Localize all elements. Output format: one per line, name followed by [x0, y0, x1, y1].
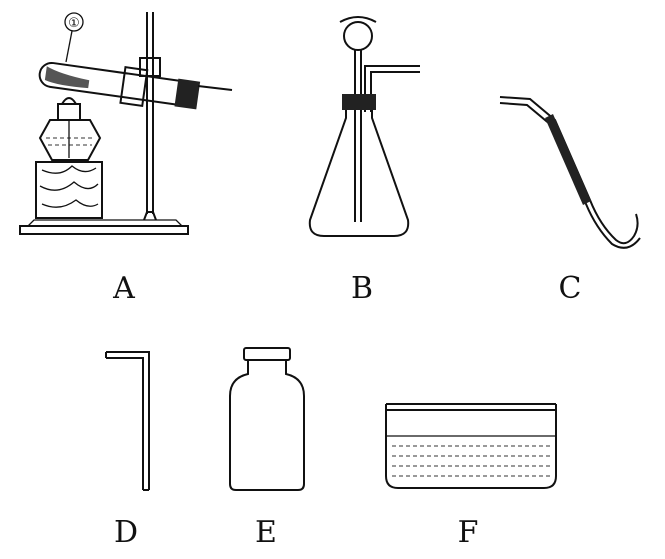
- lamp-cap: [57, 103, 81, 121]
- stand-rod: [146, 12, 154, 214]
- clamp-boss: [139, 57, 161, 77]
- apparatus-a: ① A: [19, 12, 233, 306]
- label-b: B: [351, 271, 373, 306]
- funnel-stem: [354, 50, 362, 222]
- apparatus-b: B: [308, 16, 420, 306]
- delivery-tube-a: [197, 85, 233, 91]
- marker-leader: [65, 30, 73, 63]
- flask-stopper: [342, 94, 376, 110]
- conical-flask: [308, 110, 410, 237]
- label-a: A: [112, 271, 135, 306]
- label-c: C: [559, 271, 582, 306]
- funnel-bulb: [343, 21, 373, 51]
- l-tube: [106, 351, 150, 490]
- label-d: D: [114, 515, 138, 550]
- wooden-block: [35, 161, 103, 219]
- alcohol-lamp: [38, 119, 102, 161]
- bent-tube: [499, 96, 639, 245]
- water-trough: [385, 404, 557, 489]
- label-e: E: [255, 515, 277, 550]
- rod-foot: [143, 211, 157, 221]
- apparatus-f: F: [385, 403, 557, 550]
- marker-circle: [64, 12, 84, 32]
- test-tube: [38, 61, 201, 110]
- stopper: [174, 78, 201, 110]
- marker-label: ①: [68, 16, 80, 31]
- apparatus-d: D: [105, 351, 150, 550]
- test-tube-solid: [44, 66, 90, 89]
- apparatus-c: C: [499, 96, 641, 306]
- bottle-mouth: [243, 347, 291, 361]
- stand-base: [19, 225, 189, 235]
- gas-bottle: [229, 360, 305, 491]
- rubber-connector: [545, 114, 591, 205]
- apparatus-e: E: [229, 347, 305, 550]
- stand-base-top: [27, 219, 183, 227]
- label-f: F: [458, 515, 479, 550]
